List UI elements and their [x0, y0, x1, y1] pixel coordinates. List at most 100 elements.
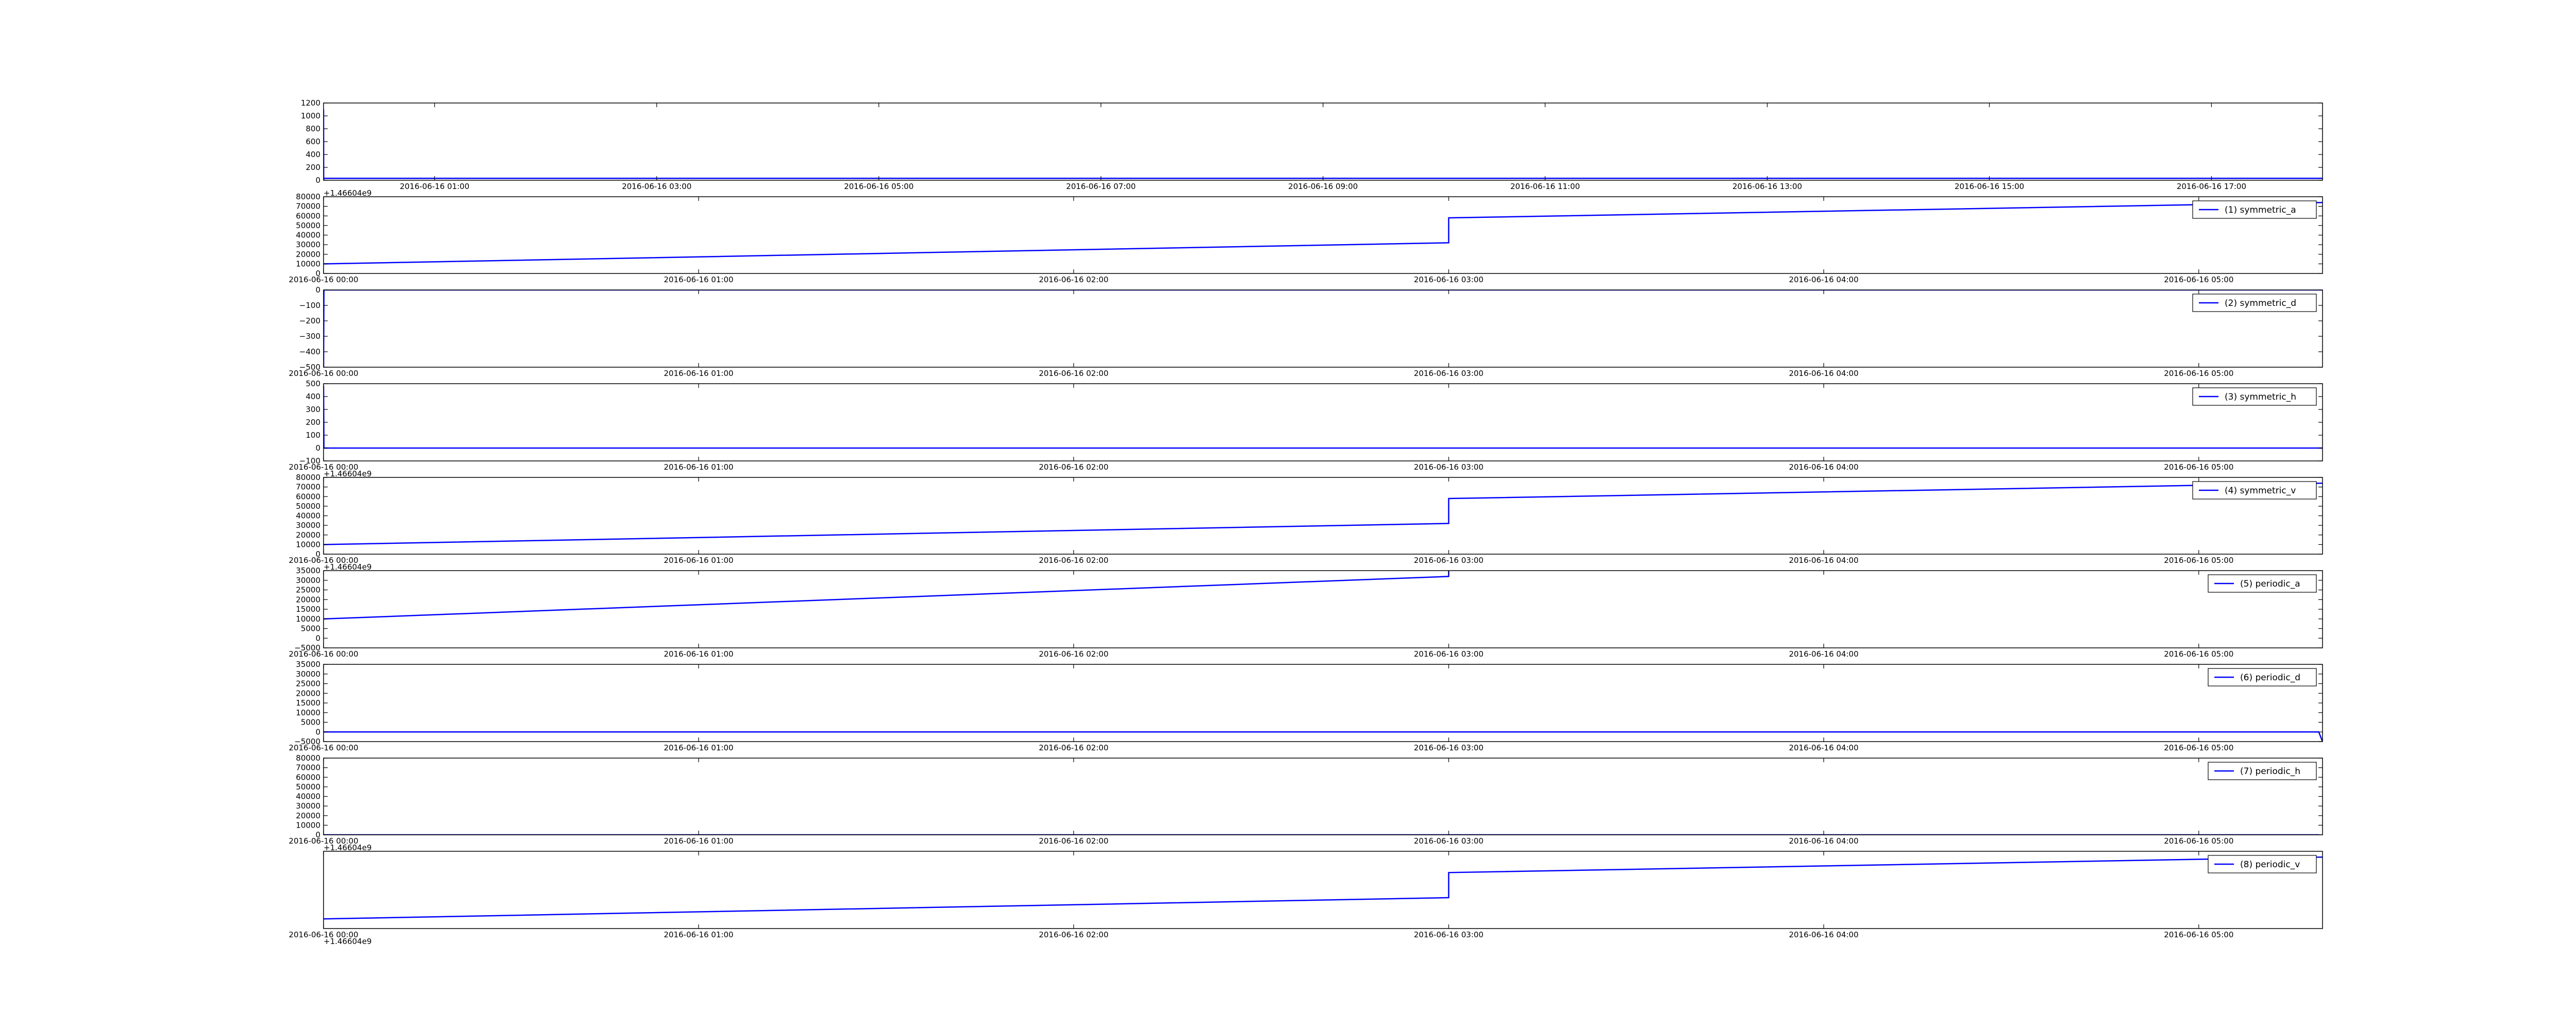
- y-tick-label: −500: [299, 363, 320, 372]
- axes-frame: [323, 758, 2323, 835]
- y-tick-label: 5000: [301, 624, 320, 633]
- y-tick-label: 60000: [296, 211, 320, 220]
- y-tick-label: 35000: [296, 566, 320, 575]
- legend: (2) symmetric_d: [2192, 294, 2317, 312]
- y-tick-label: 500: [306, 379, 320, 388]
- y-tick-label: 800: [306, 124, 320, 133]
- series-line-3-0: [324, 386, 2323, 449]
- x-tick-label: 2016-06-16 00:00: [289, 275, 358, 284]
- y-tick-label: 20000: [296, 595, 320, 604]
- y-tick-label: 0: [315, 176, 320, 185]
- x-tick-label: 2016-06-16 02:00: [1039, 743, 1108, 752]
- x-tick-label: 2016-06-16 02:00: [1039, 275, 1108, 284]
- x-tick-label: 2016-06-16 04:00: [1789, 556, 1858, 565]
- x-offset-label: +1.46604e9: [324, 937, 371, 946]
- x-tick-label: 2016-06-16 09:00: [1288, 182, 1358, 191]
- y-tick-label: 200: [306, 163, 320, 172]
- x-tick-label: 2016-06-16 00:00: [289, 743, 358, 752]
- x-tick-label: 2016-06-16 05:00: [2164, 556, 2233, 565]
- series-line-0-0: [324, 109, 2323, 180]
- y-tick-label: 80000: [296, 753, 320, 763]
- y-tick-label: 35000: [296, 660, 320, 669]
- x-tick-label: 2016-06-16 07:00: [1066, 182, 1136, 191]
- x-tick-label: 2016-06-16 01:00: [664, 930, 733, 939]
- y-tick-label: 0: [315, 727, 320, 736]
- y-tick-label: 15000: [296, 605, 320, 614]
- y-tick-label: 80000: [296, 192, 320, 201]
- x-tick-label: 2016-06-16 02:00: [1039, 836, 1108, 846]
- x-offset-label: +1.46604e9: [324, 562, 371, 572]
- series-line-4-0: [324, 482, 2323, 545]
- x-tick-label: 2016-06-16 01:00: [664, 369, 733, 378]
- x-tick-label: 2016-06-16 03:00: [1414, 275, 1483, 284]
- y-tick-label: −5000: [294, 737, 320, 746]
- y-tick-label: 25000: [296, 586, 320, 595]
- legend: (4) symmetric_v: [2192, 481, 2317, 500]
- y-tick-label: 0: [315, 285, 320, 295]
- y-tick-label: 0: [315, 830, 320, 839]
- x-tick-label: 2016-06-16 00:00: [289, 369, 358, 378]
- x-tick-label: 2016-06-16 05:00: [2164, 930, 2233, 939]
- x-tick-label: 2016-06-16 03:00: [1414, 649, 1483, 659]
- x-tick-label: 2016-06-16 05:00: [2164, 275, 2233, 284]
- x-tick-label: 2016-06-16 02:00: [1039, 462, 1108, 472]
- y-tick-label: 10000: [296, 259, 320, 268]
- x-tick-label: 2016-06-16 01:00: [664, 462, 733, 472]
- y-tick-label: −5000: [294, 643, 320, 653]
- y-tick-label: 10000: [296, 708, 320, 717]
- y-tick-label: 300: [306, 405, 320, 414]
- legend: (8) periodic_v: [2208, 855, 2317, 873]
- legend-label: (6) periodic_d: [2240, 673, 2300, 683]
- x-tick-label: 2016-06-16 04:00: [1789, 930, 1858, 939]
- y-tick-label: 10000: [296, 614, 320, 624]
- axes-frame: [323, 102, 2323, 181]
- legend-label: (3) symmetric_h: [2225, 392, 2296, 402]
- chart-panel-2: 2016-06-16 00:00 2016-06-16 01:00 2016-06-…: [289, 285, 2323, 378]
- y-tick-label: 50000: [296, 221, 320, 230]
- x-tick-label: 2016-06-16 05:00: [844, 182, 913, 191]
- y-tick-label: 40000: [296, 511, 320, 521]
- axes-frame: [323, 570, 2323, 648]
- x-tick-label: 2016-06-16 05:00: [2164, 369, 2233, 378]
- series-line-5-0: [324, 571, 1450, 620]
- x-tick-label: 2016-06-16 03:00: [1414, 930, 1483, 939]
- x-tick-label: 2016-06-16 04:00: [1789, 743, 1858, 752]
- x-tick-label: 2016-06-16 01:00: [664, 649, 733, 659]
- x-tick-label: 2016-06-16 04:00: [1789, 649, 1858, 659]
- y-tick-label: 100: [306, 431, 320, 440]
- y-tick-label: 0: [315, 269, 320, 278]
- x-tick-label: 2016-06-16 00:00: [289, 930, 358, 939]
- y-tick-label: 5000: [301, 718, 320, 727]
- x-tick-label: 2016-06-16 15:00: [1955, 182, 2024, 191]
- axes-frame: [323, 851, 2323, 929]
- legend-label: (1) symmetric_a: [2225, 205, 2296, 215]
- chart-panel-5: 2016-06-16 00:00 2016-06-16 01:00 2016-06-…: [289, 566, 2323, 659]
- x-tick-label: 2016-06-16 03:00: [1414, 836, 1483, 846]
- x-tick-label: 2016-06-16 13:00: [1733, 182, 1802, 191]
- x-tick-label: 2016-06-16 02:00: [1039, 369, 1108, 378]
- series-line-1-0: [324, 201, 2323, 265]
- x-offset-label: +1.46604e9: [324, 188, 371, 198]
- y-tick-label: 20000: [296, 811, 320, 820]
- axes-frame: [323, 664, 2323, 742]
- legend: (6) periodic_d: [2208, 668, 2317, 686]
- y-tick-label: 50000: [296, 502, 320, 511]
- series-line-7-0: [324, 834, 2320, 835]
- x-tick-label: 2016-06-16 05:00: [2164, 836, 2233, 846]
- y-tick-label: −300: [299, 332, 320, 341]
- legend: (7) periodic_h: [2208, 762, 2317, 780]
- y-tick-label: 400: [306, 392, 320, 401]
- x-tick-label: 2016-06-16 00:00: [289, 649, 358, 659]
- y-tick-label: 60000: [296, 772, 320, 782]
- x-tick-label: 2016-06-16 03:00: [1414, 743, 1483, 752]
- x-tick-label: 2016-06-16 01:00: [400, 182, 469, 191]
- y-tick-label: 20000: [296, 250, 320, 259]
- legend: (5) periodic_a: [2208, 574, 2317, 593]
- y-tick-label: 0: [315, 550, 320, 559]
- y-tick-label: 80000: [296, 473, 320, 482]
